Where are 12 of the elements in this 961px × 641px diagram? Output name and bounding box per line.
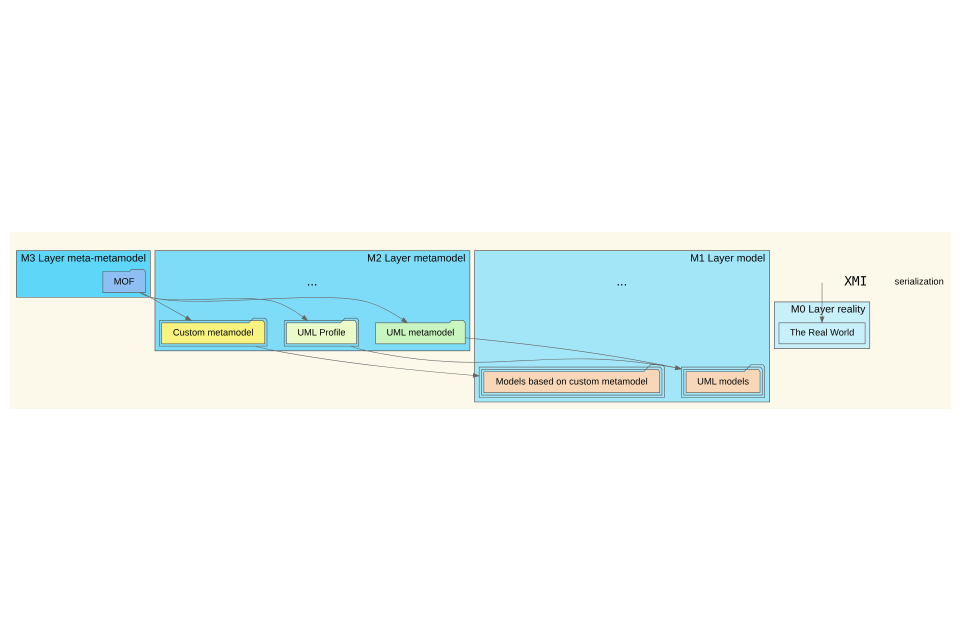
arrow (254, 346, 480, 378)
arrow (142, 292, 192, 321)
node-box: The Real World (778, 322, 866, 344)
label: ... (616, 273, 628, 288)
arrow (139, 292, 408, 324)
arrow (350, 346, 682, 370)
arrow (139, 292, 308, 322)
arrow (820, 282, 824, 324)
label: serialization (894, 276, 944, 286)
label: XMI (844, 274, 868, 290)
label: ... (306, 273, 318, 288)
arrow (465, 338, 682, 370)
